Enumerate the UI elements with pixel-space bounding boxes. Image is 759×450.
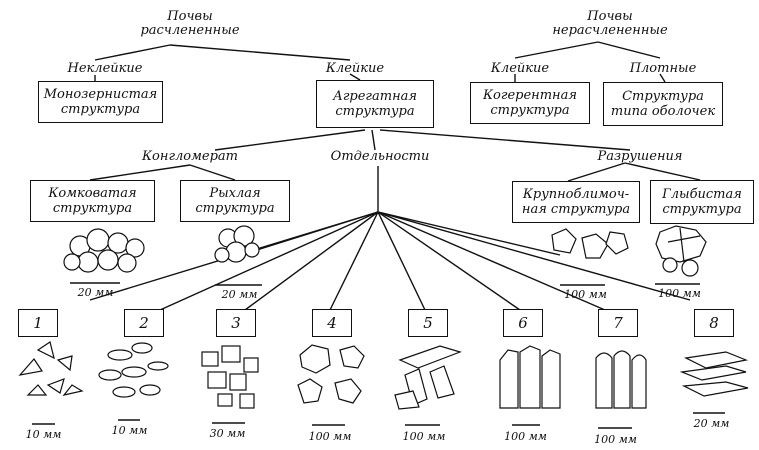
type-number-1: 1 (18, 309, 58, 337)
scale-type-4: 100 мм (308, 430, 352, 443)
type-number-5: 5 (408, 309, 448, 337)
scale-type-3: 30 мм (209, 427, 246, 440)
clod-drawing (655, 225, 707, 277)
shell-structure-box: Структура типа оболочек (603, 82, 723, 126)
monograin-structure-label: Монозернистая структура (43, 87, 158, 117)
coherent-structure-label: Когерентная структура (483, 88, 577, 118)
coarse-block-structure-label: Крупноблимоч- ная структура (521, 187, 631, 217)
branch-dense: Плотные (629, 61, 697, 76)
lumpy-structure-label: Комковатая структура (48, 186, 137, 216)
scale-type-1: 10 мм (25, 428, 62, 441)
scale-type-7: 100 мм (594, 433, 637, 446)
scale-lumpy: 20 мм (77, 286, 114, 299)
coarse-block-structure-box: Крупноблимоч- ная структура (512, 181, 640, 223)
type-number-6: 6 (503, 309, 543, 337)
scale-type-8: 20 мм (693, 417, 730, 430)
scale-loose: 20 мм (221, 288, 258, 301)
undissected-soils-title: Почвы нерасчлененные (552, 9, 668, 38)
drawing-1 (18, 341, 84, 396)
aggregate-structure-box: Агрегатная структура (316, 80, 434, 128)
lumpy-structure-box: Комковатая структура (30, 180, 155, 222)
branch-nonsticky: Неклейкие (67, 61, 143, 76)
scale-clod: 100 мм (658, 287, 701, 300)
type-number-7: 7 (598, 309, 638, 337)
aggregate-structure-label: Агрегатная структура (333, 89, 417, 119)
loose-aggregates-drawing (214, 225, 260, 263)
scale-type-2: 10 мм (111, 424, 148, 437)
type-number-4: 4 (312, 309, 352, 337)
shell-structure-label: Структура типа оболочек (610, 89, 716, 119)
structure-drawings (18, 341, 749, 410)
type-number-2: 2 (124, 309, 164, 337)
loose-structure-label: Рыхлая структура (195, 186, 275, 216)
clod-structure-label: Глыбистая структура (662, 187, 742, 217)
drawing-8 (679, 351, 749, 397)
branch-separates: Отдельности (330, 149, 430, 164)
drawing-2 (98, 342, 169, 398)
type-number-3: 3 (216, 309, 256, 337)
drawing-4 (297, 344, 365, 404)
monograin-structure-box: Монозернистая структура (38, 81, 163, 123)
coarse-block-drawing (551, 228, 629, 259)
drawing-5 (394, 345, 462, 410)
drawing-3 (201, 345, 259, 409)
loose-structure-box: Рыхлая структура (180, 180, 290, 222)
clod-structure-box: Глыбистая структура (650, 180, 754, 224)
coherent-structure-box: Когерентная структура (470, 82, 590, 124)
scale-coarse-block: 100 мм (564, 288, 607, 301)
branch-sticky-right: Клейкие (490, 61, 550, 76)
branch-fractures: Разрушения (597, 149, 683, 164)
dissected-soils-title: Почвы расчлененные (140, 9, 240, 38)
drawing-6 (499, 345, 561, 409)
branch-conglomerate: Конгломерат (142, 149, 238, 164)
drawing-7 (595, 350, 647, 409)
aggregate-drawings (63, 225, 707, 277)
scale-type-6: 100 мм (504, 430, 547, 443)
branch-sticky-left: Клейкие (325, 61, 385, 76)
type-number-8: 8 (694, 309, 734, 337)
scale-type-5: 100 мм (402, 430, 446, 443)
lumpy-aggregates-drawing (63, 228, 145, 273)
